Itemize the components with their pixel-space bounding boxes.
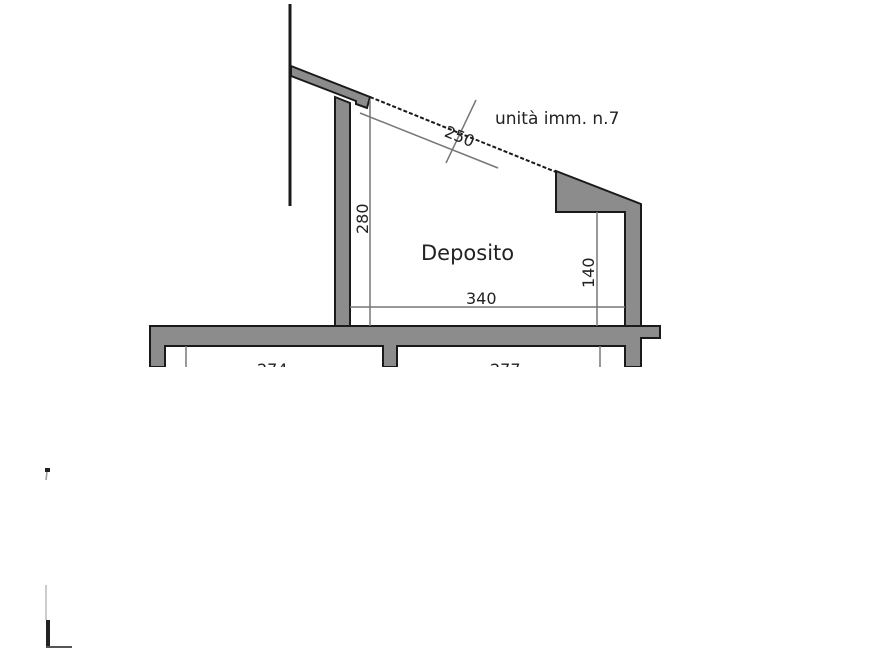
lower-left-width-label: 274 <box>257 360 288 379</box>
left-height-label: 280 <box>353 203 372 234</box>
left-wall <box>334 95 351 327</box>
roof-wall-left <box>290 64 372 110</box>
corner-fragment <box>45 468 72 648</box>
right-wall <box>555 169 642 331</box>
slope-dimension-tick <box>445 99 477 164</box>
right-height-label: 140 <box>579 257 598 288</box>
width-label: 340 <box>466 289 497 308</box>
unit-label: unità imm. n.7 <box>495 109 619 129</box>
floor-slab <box>149 325 661 367</box>
roof-dashed-line <box>369 96 557 173</box>
room-label: Deposito <box>421 241 514 265</box>
slope-dimension-label: 250 <box>442 122 477 151</box>
lower-right-width-label: 277 <box>490 360 521 379</box>
slope-dimension-line <box>359 112 499 169</box>
